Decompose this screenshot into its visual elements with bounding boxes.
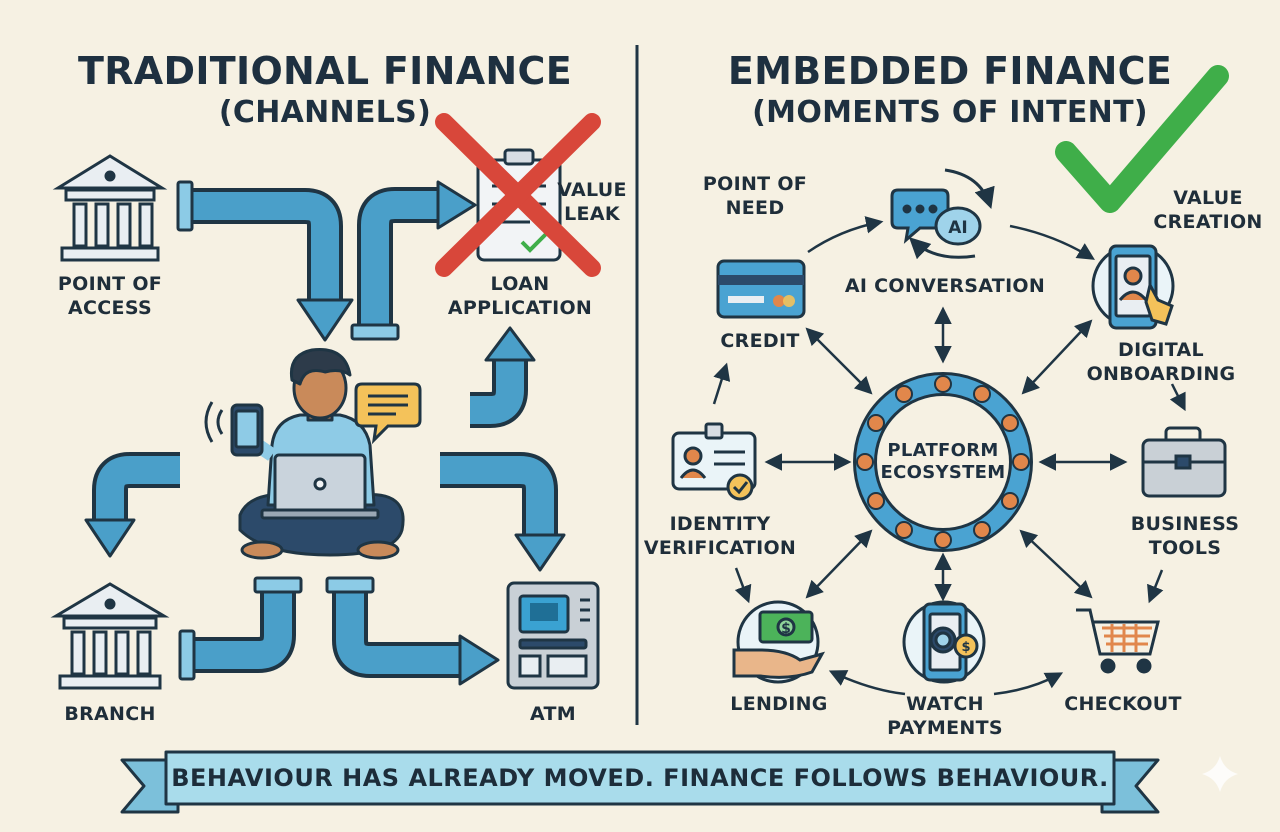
loan-application-label: LOAN APPLICATION xyxy=(430,272,610,320)
watch-payments-icon xyxy=(904,602,984,682)
sparkle-icon xyxy=(1202,756,1238,792)
digital-onboarding-line1: DIGITAL xyxy=(1086,338,1236,362)
briefcase-icon xyxy=(1143,428,1225,496)
lending-label: LENDING xyxy=(720,692,838,716)
digital-onboarding-line2: ONBOARDING xyxy=(1086,362,1236,386)
value-creation-line1: VALUE xyxy=(1152,186,1264,210)
atm-label: ATM xyxy=(508,702,598,726)
watch-coin-symbol: $ xyxy=(961,640,970,655)
value-leak-label: VALUE LEAK xyxy=(552,178,632,226)
ai-badge: AI xyxy=(948,218,967,238)
id-card-icon xyxy=(673,424,755,499)
point-of-access-label: POINT OF ACCESS xyxy=(20,272,200,320)
value-creation-label: VALUE CREATION xyxy=(1152,186,1264,234)
checkout-label: CHECKOUT xyxy=(1058,692,1188,716)
value-leak-line1: VALUE xyxy=(552,178,632,202)
identity-verification-label: IDENTITY VERIFICATION xyxy=(640,512,800,560)
digital-onboarding-label: DIGITAL ONBOARDING xyxy=(1086,338,1236,386)
lending-coin-symbol: $ xyxy=(781,621,791,637)
platform-line2: ECOSYSTEM xyxy=(873,462,1013,484)
platform-ecosystem-label: PLATFORM ECOSYSTEM xyxy=(873,440,1013,484)
watch-payments-label: WATCH PAYMENTS xyxy=(880,692,1010,740)
atm-icon xyxy=(508,583,598,688)
point-of-need-line2: NEED xyxy=(690,196,820,220)
platform-line1: PLATFORM xyxy=(873,440,1013,462)
identity-line1: IDENTITY xyxy=(640,512,800,536)
identity-line2: VERIFICATION xyxy=(640,536,800,560)
point-of-need-label: POINT OF NEED xyxy=(690,172,820,220)
point-of-access-line1: POINT OF xyxy=(20,272,200,296)
bank-icon-top xyxy=(58,156,162,260)
watch-payments-line2: PAYMENTS xyxy=(880,716,1010,740)
cart-icon xyxy=(1076,610,1158,672)
business-tools-line2: TOOLS xyxy=(1120,536,1250,560)
business-tools-label: BUSINESS TOOLS xyxy=(1120,512,1250,560)
loan-application-line1: LOAN xyxy=(430,272,610,296)
ai-conversation-icon xyxy=(892,170,990,257)
credit-label: CREDIT xyxy=(710,329,810,353)
point-of-need-line1: POINT OF xyxy=(690,172,820,196)
watch-payments-line1: WATCH xyxy=(880,692,1010,716)
left-subtitle: (CHANNELS) xyxy=(60,96,590,130)
right-title: EMBEDDED FINANCE xyxy=(680,50,1220,92)
lending-icon xyxy=(734,602,822,682)
person-illustration xyxy=(206,350,403,558)
value-leak-line2: LEAK xyxy=(552,202,632,226)
banner-text: BEHAVIOUR HAS ALREADY MOVED. FINANCE FOL… xyxy=(166,763,1114,793)
ai-conversation-label: AI CONVERSATION xyxy=(840,274,1050,298)
value-creation-line2: CREATION xyxy=(1152,210,1264,234)
credit-card-icon xyxy=(718,261,804,317)
right-subtitle: (MOMENTS OF INTENT) xyxy=(680,96,1220,130)
point-of-access-line2: ACCESS xyxy=(20,296,200,320)
business-tools-line1: BUSINESS xyxy=(1120,512,1250,536)
bank-icon-branch xyxy=(56,584,164,688)
digital-onboarding-icon xyxy=(1093,246,1173,328)
left-title: TRADITIONAL FINANCE xyxy=(60,50,590,92)
loan-application-line2: APPLICATION xyxy=(430,296,610,320)
branch-label: BRANCH xyxy=(40,702,180,726)
